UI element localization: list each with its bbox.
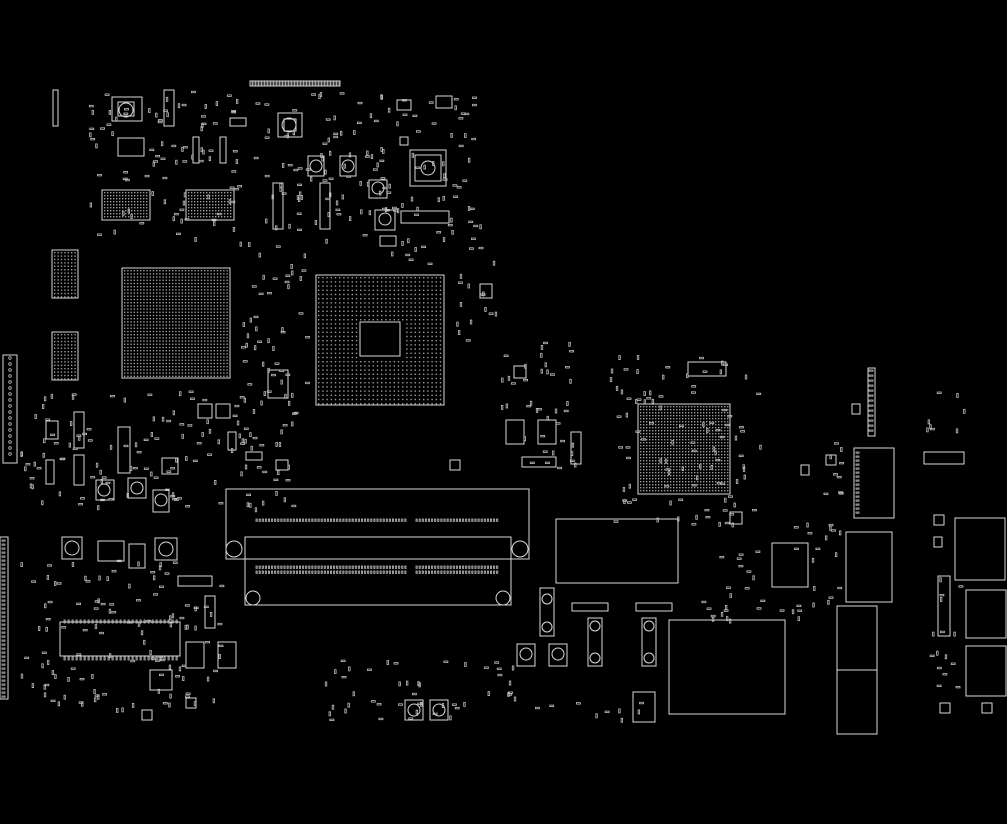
bga-ball-grids <box>54 192 729 492</box>
module-outline-bottom <box>668 619 786 715</box>
right-side-parts <box>729 367 895 735</box>
mounting-holes <box>64 102 655 717</box>
pin-and-passive-detail <box>1 81 966 723</box>
left-edge-connectors <box>0 354 131 700</box>
bga-package-center <box>315 274 445 406</box>
bottom-center-component-cluster <box>404 587 673 723</box>
memory-chip-outlines <box>51 249 79 381</box>
bga-package-left <box>121 267 231 379</box>
far-right-connectors <box>923 451 1007 714</box>
mid-left-component-cluster <box>95 369 461 513</box>
module-outline-mid <box>555 518 679 584</box>
sodimm-slot-lower <box>244 536 512 606</box>
bga-package-right <box>637 403 731 495</box>
sodimm-slot-upper <box>225 488 530 560</box>
